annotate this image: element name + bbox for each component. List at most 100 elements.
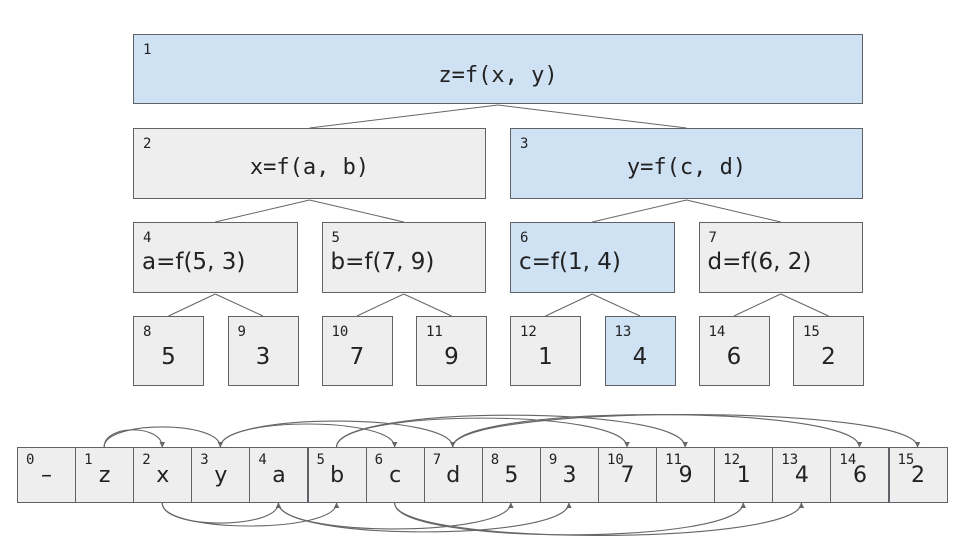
- node-index: 15: [803, 324, 820, 340]
- array-arrow-7-14: [452, 414, 863, 448]
- cell-value: y: [214, 463, 228, 488]
- cell-index: 12: [723, 452, 741, 468]
- node-index: 2: [143, 136, 152, 152]
- node-expression: x=f(a, b): [249, 155, 370, 180]
- cell-index: 4: [258, 452, 267, 468]
- array-arrow-5-10: [336, 417, 630, 448]
- tree-edge-3-7: [686, 199, 781, 223]
- tree-edge-6-13: [592, 293, 641, 317]
- cell-index: 10: [607, 452, 624, 468]
- tree-edge-6-12: [545, 293, 593, 317]
- node-expression: 5: [161, 344, 176, 370]
- array-arrow-4-8: [277, 502, 514, 530]
- cell-value: c: [389, 463, 402, 488]
- tree-edge-1-2: [309, 104, 499, 129]
- cell-index: 5: [316, 452, 325, 468]
- array-arrow-7-15: [452, 414, 921, 448]
- array-arrow-2-4: [161, 502, 282, 524]
- tree-edge-7-14: [733, 293, 781, 317]
- node-expression: 4: [632, 344, 648, 370]
- cell-index: 14: [839, 452, 857, 468]
- tree-edge-2-4: [215, 199, 310, 223]
- cell-index: 9: [548, 452, 558, 468]
- cell-index: 13: [781, 452, 799, 468]
- tree-edge-2-5: [309, 199, 404, 223]
- node-expression: 3: [255, 344, 271, 370]
- cell-value: 9: [678, 463, 693, 488]
- node-index: 3: [520, 136, 529, 152]
- node-index: 5: [331, 230, 340, 246]
- node-index: 10: [331, 324, 349, 340]
- array-arrow-5-11: [336, 414, 688, 448]
- tree-edge-1-3: [497, 104, 687, 129]
- tree-edge-4-8: [168, 293, 216, 317]
- array-arrow-6-13: [394, 502, 805, 536]
- node-expression: d=f(6, 2): [707, 249, 812, 275]
- node-expression: c=f(1, 4): [519, 249, 621, 275]
- cell-index: 3: [200, 452, 209, 468]
- node-expression: 9: [444, 344, 459, 370]
- cell-value: 3: [562, 463, 577, 488]
- cell-value: d: [446, 463, 461, 488]
- cell-value: 7: [620, 463, 635, 488]
- node-index: 8: [143, 324, 152, 340]
- array-arrow-2-5: [161, 502, 340, 527]
- node-index: 11: [426, 324, 443, 340]
- tree-edge-7-15: [780, 293, 829, 317]
- array-arrow-1-3: [103, 426, 224, 448]
- node-expression: 6: [726, 344, 742, 370]
- node-index: 14: [708, 324, 726, 340]
- cell-value: b: [330, 463, 345, 488]
- node-index: 12: [520, 324, 537, 340]
- cell-index: 8: [490, 452, 500, 468]
- tree-node-7: 7 d=f(6, 2): [698, 222, 863, 293]
- tree-edge-3-6: [592, 199, 687, 223]
- array-arrow-1-2: [103, 429, 165, 448]
- cell-value: 4: [794, 463, 809, 488]
- cell-value: z: [98, 463, 111, 488]
- array-arrow-3-6: [219, 423, 398, 448]
- cell-index: 1: [84, 452, 93, 468]
- cell-index: 11: [665, 452, 682, 468]
- cell-value: 2: [911, 463, 926, 488]
- node-expression: 1: [538, 344, 553, 370]
- node-index: 13: [614, 324, 632, 340]
- node-expression: 7: [349, 344, 365, 370]
- node-expression: b=f(7, 9): [330, 249, 435, 275]
- node-expression: 2: [821, 344, 836, 370]
- node-expression: y=f(c, d): [626, 155, 747, 180]
- node-expression: a=f(5, 3): [142, 249, 246, 275]
- tree-node-2: 2 x=f(a, b): [133, 128, 486, 199]
- tree-node-3: 3 y=f(c, d): [510, 128, 863, 199]
- cell-value: a: [272, 463, 286, 488]
- cell-index: 7: [432, 452, 442, 468]
- tree-node-5: 5 b=f(7, 9): [321, 222, 486, 293]
- node-index: 7: [708, 230, 717, 246]
- cell-value: –: [41, 463, 53, 488]
- cell-index: 15: [897, 452, 915, 468]
- cell-index: 6: [374, 452, 384, 468]
- cell-value: 6: [852, 463, 867, 488]
